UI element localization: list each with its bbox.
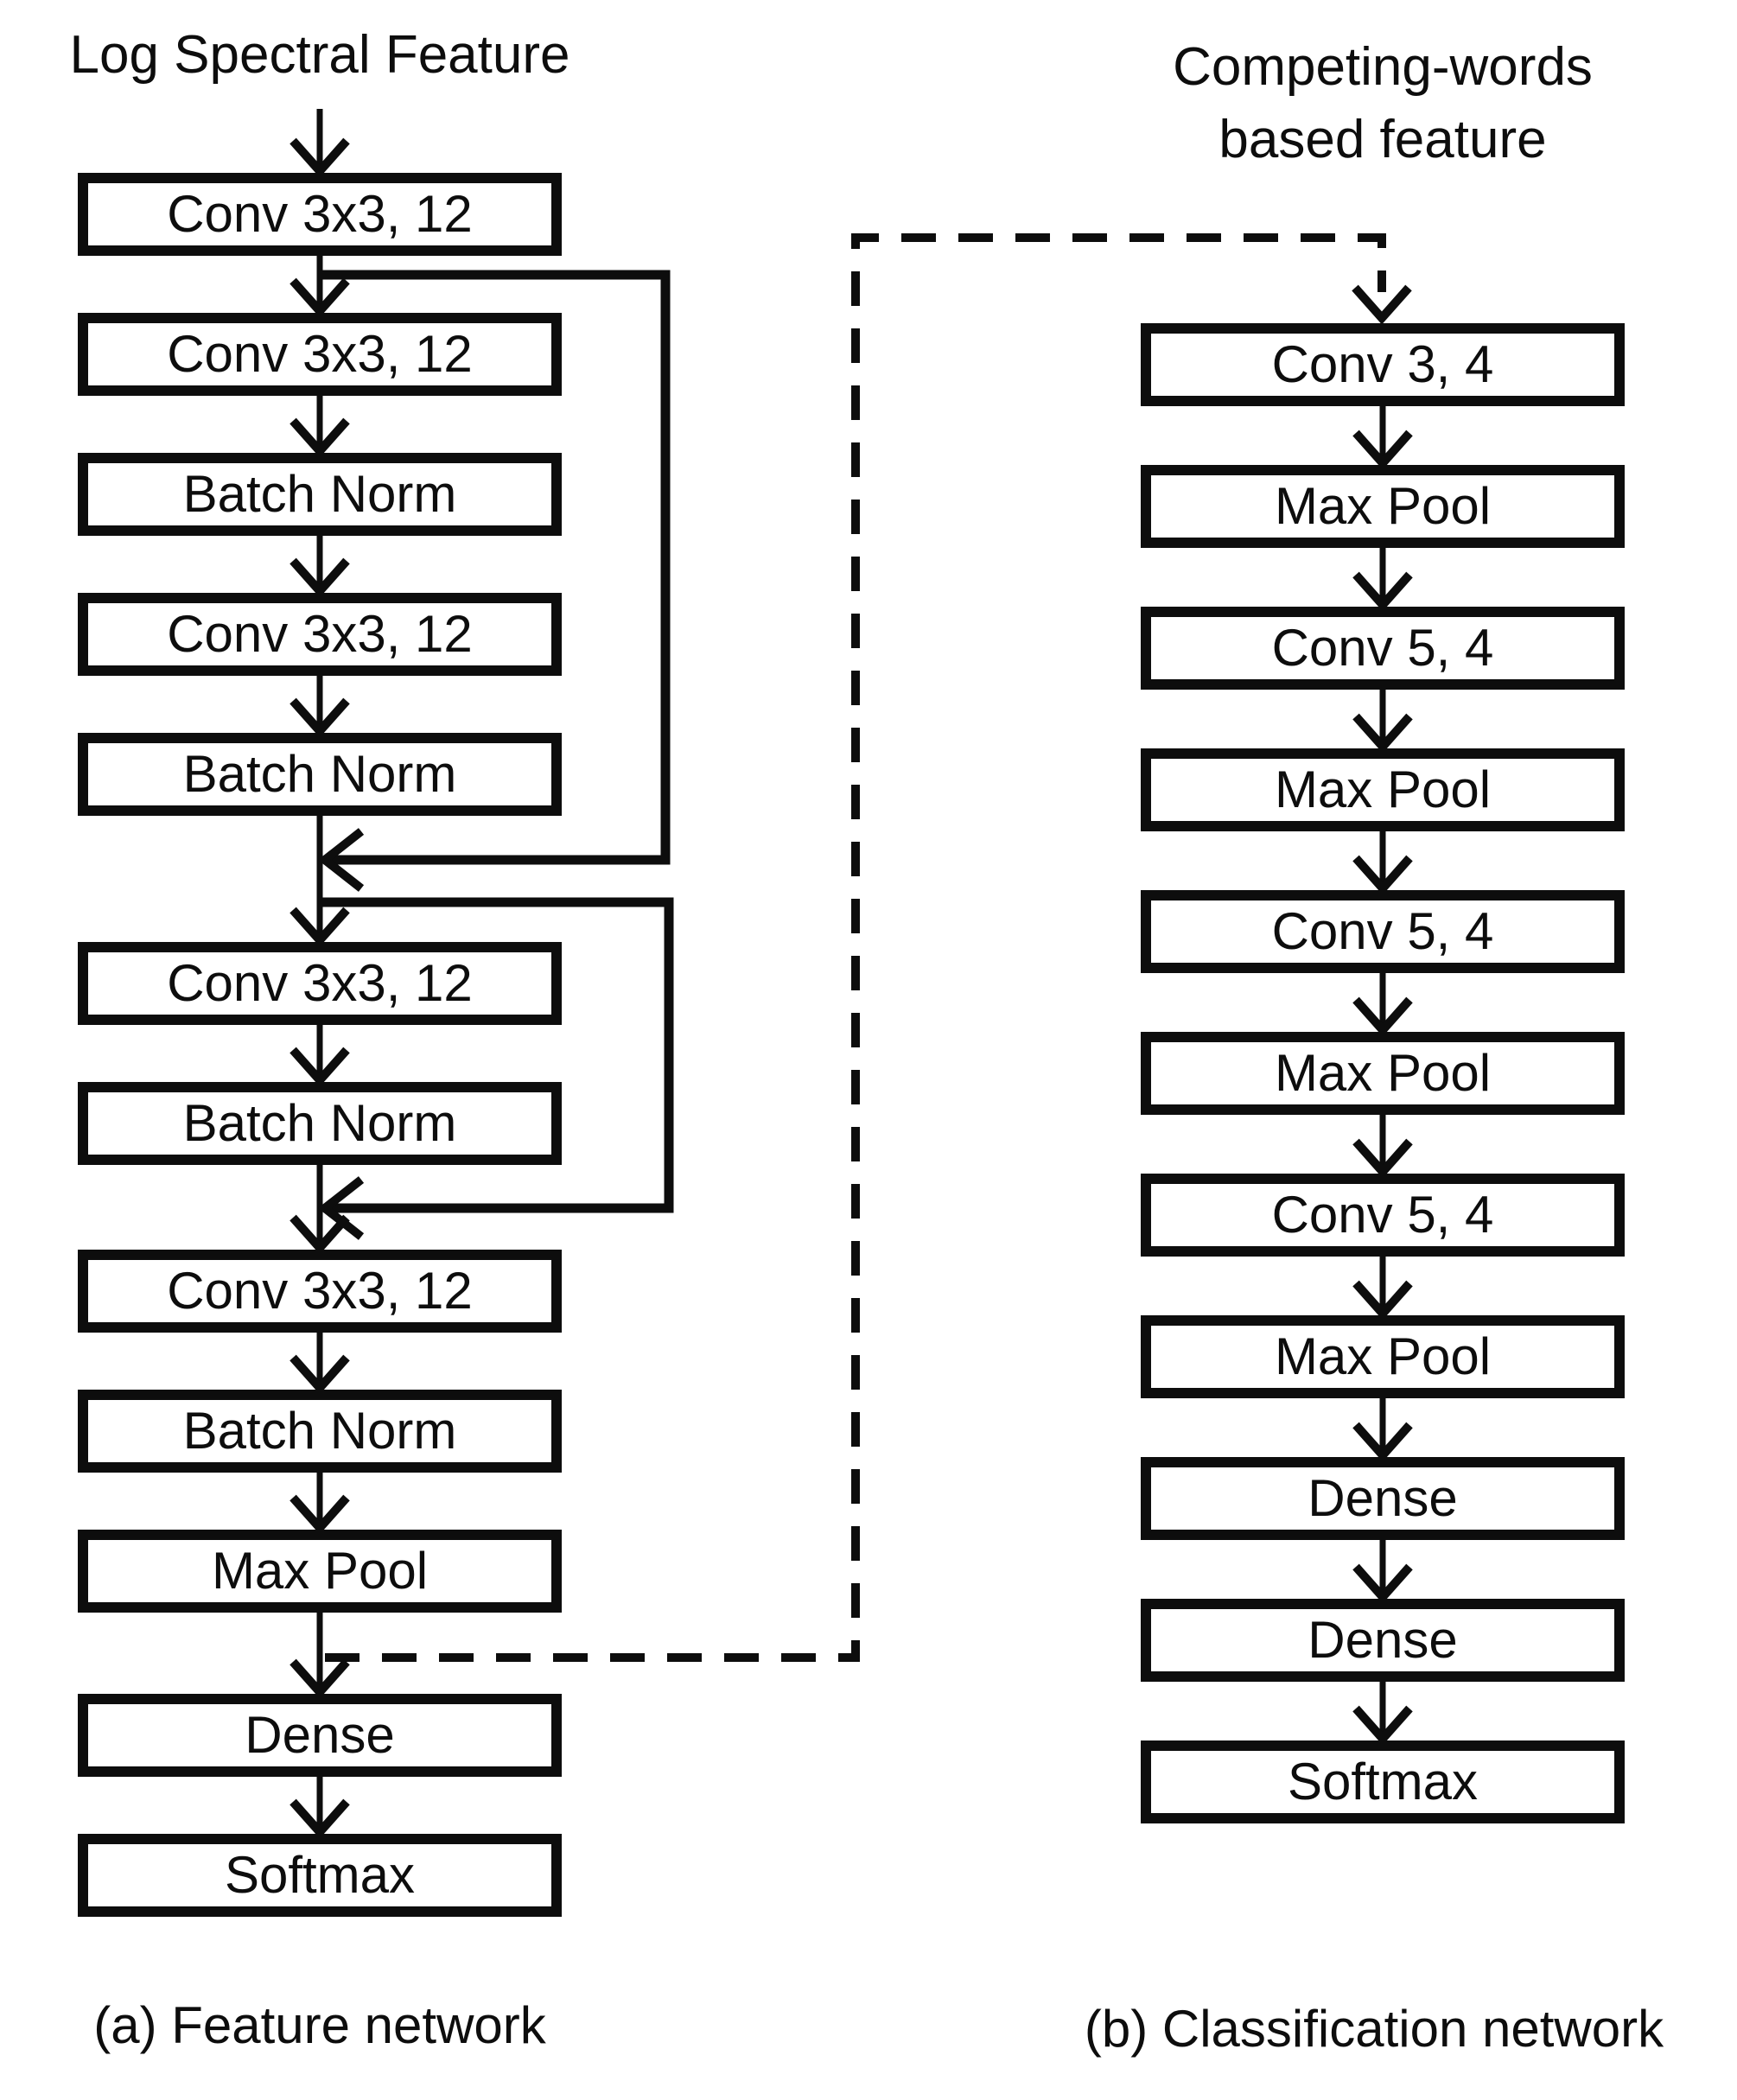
feature-layer-box: Conv 3x3, 12 [78, 1250, 562, 1333]
feature-layer-box: Batch Norm [78, 1082, 562, 1165]
classification-layer-box: Dense [1141, 1457, 1625, 1540]
feature-layer-box: Batch Norm [78, 733, 562, 816]
feature-network-caption: (a) Feature network [93, 1996, 546, 2054]
classification-layer-box: Dense [1141, 1599, 1625, 1682]
classification-layer-box: Max Pool [1141, 748, 1625, 831]
feature-layer-box: Conv 3x3, 12 [78, 173, 562, 256]
skip-merge-arrowhead-1 [317, 828, 365, 892]
classification-layer-box: Conv 5, 4 [1141, 890, 1625, 973]
feature-layer-box: Dense [78, 1694, 562, 1777]
skip-connection-2 [320, 897, 674, 1213]
feature-layer-box: Batch Norm [78, 1390, 562, 1473]
feature-layer-box: Batch Norm [78, 453, 562, 536]
classification-input-label-line1: Competing-words [1173, 37, 1593, 97]
skip-connection-1 [320, 270, 671, 865]
skip-merge-arrowhead-2 [317, 1176, 365, 1240]
classification-layer-box: Conv 3, 4 [1141, 323, 1625, 406]
classification-layer-box: Conv 5, 4 [1141, 1174, 1625, 1257]
classification-input-label-line2: based feature [1218, 110, 1547, 169]
feature-network-input-label: Log Spectral Feature [69, 25, 570, 85]
classification-layer-box: Softmax [1141, 1740, 1625, 1823]
classification-layer-box: Max Pool [1141, 1315, 1625, 1398]
classification-layer-box: Conv 5, 4 [1141, 607, 1625, 690]
flow-arrowheads [290, 137, 1413, 1839]
flow-connector-lines [316, 109, 1386, 1830]
feature-layer-box: Softmax [78, 1834, 562, 1917]
dashed-feature-transfer-line [325, 233, 1386, 1662]
classification-layer-box: Max Pool [1141, 465, 1625, 548]
classification-network-caption: (b) Classification network [1084, 2000, 1664, 2058]
feature-layer-box: Conv 3x3, 12 [78, 593, 562, 676]
feature-layer-box: Conv 3x3, 12 [78, 313, 562, 396]
classification-network-input-label: Competing-words based feature [1106, 31, 1659, 176]
classification-layer-box: Max Pool [1141, 1032, 1625, 1115]
feature-layer-box: Max Pool [78, 1530, 562, 1613]
feature-layer-box: Conv 3x3, 12 [78, 942, 562, 1025]
